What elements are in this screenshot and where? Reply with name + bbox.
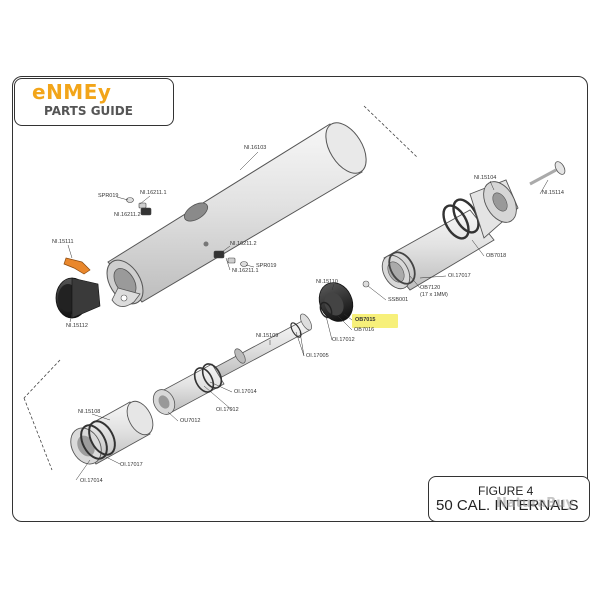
label-ni15112: NI.15112 bbox=[66, 323, 88, 329]
label-ni16211-1-b: NI.16211.1 bbox=[232, 268, 259, 274]
page-frame bbox=[12, 76, 588, 522]
figure-number: FIGURE 4 bbox=[478, 484, 534, 498]
small-hardware bbox=[126, 197, 248, 267]
label-spr019-b: SPR019 bbox=[256, 263, 277, 269]
label-ni15104: NI.15104 bbox=[474, 175, 497, 181]
label-ni15108: NI.15108 bbox=[78, 409, 101, 415]
label-ob7015: OB7015 bbox=[355, 317, 376, 323]
lever-part bbox=[63, 257, 91, 275]
leader-lines bbox=[67, 151, 549, 481]
label-oi17017-b: OI.17017 bbox=[120, 462, 143, 468]
middle-cylinder-part bbox=[152, 363, 225, 415]
assembly-guide-lines bbox=[23, 105, 419, 471]
black-ring-part bbox=[318, 282, 354, 322]
pin-part bbox=[529, 161, 566, 186]
label-oi17014-a: OI.17014 bbox=[234, 389, 257, 395]
label-ni15111: NI.15111 bbox=[52, 239, 74, 245]
logo-box bbox=[14, 78, 174, 126]
label-ob7120-note: (17 x 1MM) bbox=[420, 292, 448, 298]
figure-title: 50 CAL. INTERNALS bbox=[436, 497, 579, 514]
label-ob7120: OB7120 bbox=[420, 285, 441, 291]
watermark: NaturaBuy bbox=[496, 496, 574, 511]
label-ni15110: NI.15110 bbox=[316, 279, 338, 285]
label-ou7012: OU7012 bbox=[180, 418, 201, 424]
long-rod-part bbox=[213, 313, 313, 379]
label-ni15109: NI.15109 bbox=[256, 333, 279, 339]
ssb001-ball bbox=[362, 280, 370, 288]
label-oi17005: OI.17005 bbox=[306, 353, 329, 359]
label-ni16211-2-a: NI.16211.2 bbox=[114, 212, 141, 218]
label-oi17012-b: OI.17012 bbox=[216, 407, 239, 413]
black-cap-part bbox=[55, 277, 101, 319]
label-ni16103: NI.16103 bbox=[244, 145, 267, 151]
label-ob7016: OB7016 bbox=[354, 327, 375, 333]
main-body-part bbox=[106, 122, 367, 307]
label-ni16211-1-a: NI.16211.1 bbox=[140, 190, 167, 196]
highlight-ob7015 bbox=[352, 314, 398, 328]
label-spr019-a: SPR019 bbox=[98, 193, 119, 199]
brand-logo: eNMEy bbox=[32, 80, 112, 104]
rear-assembly-part bbox=[381, 179, 519, 291]
label-oi17012-a: OI.17012 bbox=[332, 337, 355, 343]
parts-guide-title: PARTS GUIDE bbox=[44, 104, 133, 118]
front-cylinder-part bbox=[70, 400, 154, 465]
label-ni16211-2-b: NI.16211.2 bbox=[230, 241, 257, 247]
label-ni15114: NI.15114 bbox=[542, 190, 564, 196]
label-oi17017-a: OI.17017 bbox=[448, 273, 471, 279]
label-ssb001: SSB001 bbox=[388, 297, 409, 303]
figure-caption-box bbox=[428, 476, 590, 522]
label-oi17014-b: OI.17014 bbox=[80, 478, 103, 484]
label-ob7018: OB7018 bbox=[486, 253, 507, 259]
